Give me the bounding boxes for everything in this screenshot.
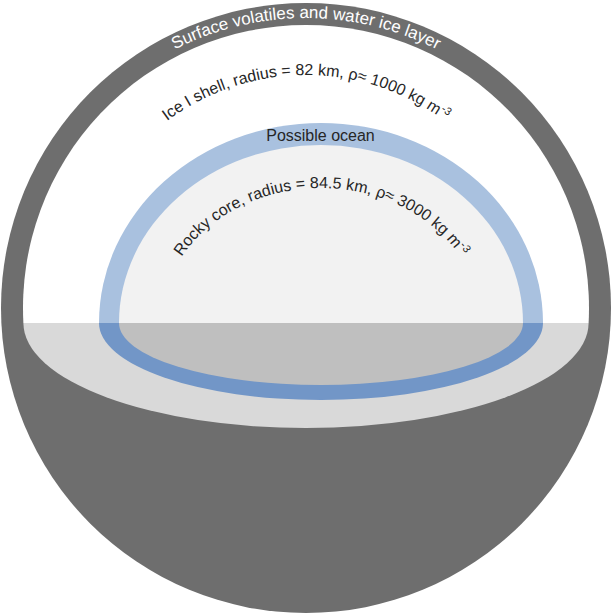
surface-layer-fill xyxy=(1,3,611,613)
surface-layer: Surface volatiles and water ice layerIce… xyxy=(1,3,611,613)
ocean-band-fill xyxy=(99,323,543,400)
rocky-core-text-layer: Rocky core, radius = 84.5 km, ρ≈ 3000 kg… xyxy=(119,145,523,385)
rocky-core-fill xyxy=(119,145,523,323)
rocky-core-shape xyxy=(119,145,523,385)
ocean-band-fill xyxy=(99,123,543,323)
rocky-core-fill xyxy=(119,323,523,385)
rocky-core: Rocky core, radius = 84.5 km, ρ≈ 3000 kg… xyxy=(119,145,523,385)
ocean-band: Possible oceanRocky core, radius = 84.5 … xyxy=(99,123,543,400)
ice-shell-fill xyxy=(22,25,588,323)
rocky-core-label: Rocky core, radius = 84.5 km, ρ≈ 3000 kg… xyxy=(170,174,474,259)
ice-shell-fill xyxy=(23,323,588,428)
ocean-band-label: Possible ocean xyxy=(99,126,543,145)
ice-shell: Ice I shell, radius = 82 km, ρ≈ 1000 kg … xyxy=(23,25,589,428)
ice-shell-label: Ice I shell, radius = 82 km, ρ≈ 1000 kg … xyxy=(158,61,454,123)
